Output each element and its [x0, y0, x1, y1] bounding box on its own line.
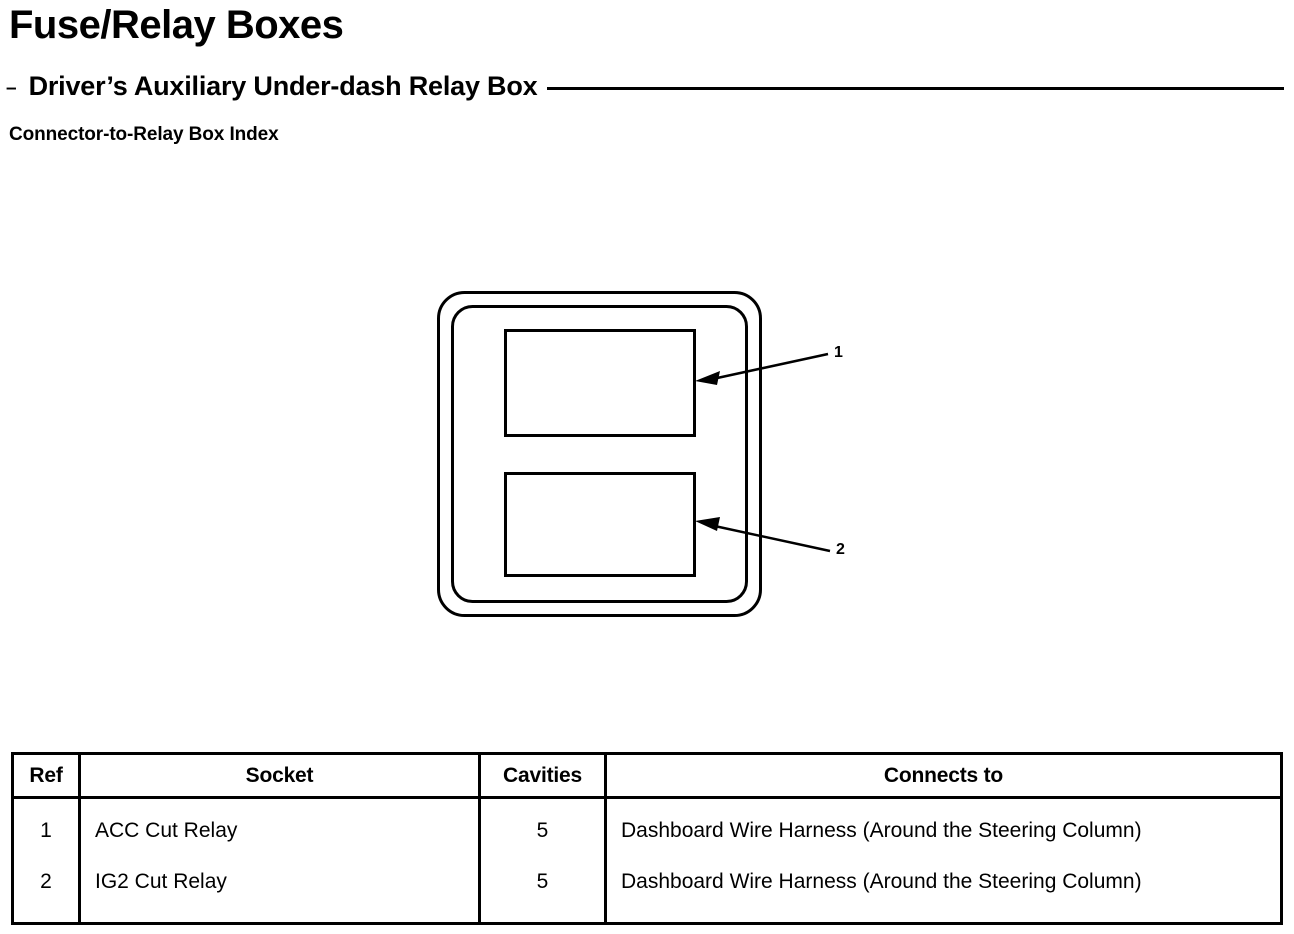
cell-socket-2: IG2 Cut Relay — [95, 870, 227, 893]
column-header-cavities: Cavities — [478, 752, 607, 799]
page-title: Fuse/Relay Boxes — [9, 3, 344, 47]
cell-group-socket: ACC Cut Relay IG2 Cut Relay — [78, 796, 481, 925]
callout-label-1: 1 — [834, 344, 843, 361]
cell-group-ref: 1 2 — [11, 796, 81, 925]
subtitle-text: Driver’s Auxiliary Under-dash Relay Box — [28, 71, 538, 101]
column-header-connects-to: Connects to — [604, 752, 1283, 799]
lower-relay-socket — [504, 472, 696, 577]
cell-cavities-1: 5 — [536, 819, 549, 842]
table-body-block: 1 2 ACC Cut Relay IG2 Cut Relay 5 5 Dash… — [11, 796, 1283, 925]
column-header-socket: Socket — [78, 752, 481, 799]
cell-connects-to-2: Dashboard Wire Harness (Around the Steer… — [621, 870, 1142, 893]
cell-group-connects-to: Dashboard Wire Harness (Around the Steer… — [604, 796, 1283, 925]
column-header-ref: Ref — [11, 752, 81, 799]
subtitle-horizontal-rule — [547, 86, 1284, 90]
table-header-row: Ref Socket Cavities Connects to — [11, 752, 1283, 799]
upper-relay-socket — [504, 329, 696, 437]
cell-connects-to-1: Dashboard Wire Harness (Around the Steer… — [621, 819, 1142, 842]
cell-ref-2: 2 — [40, 870, 52, 893]
cell-group-cavities: 5 5 — [478, 796, 607, 925]
relay-box-diagram: 1 2 — [420, 280, 880, 640]
callout-2-leader — [695, 517, 831, 553]
relay-box-illustration — [437, 291, 831, 617]
cell-socket-1: ACC Cut Relay — [95, 819, 238, 842]
section-label: Connector-to-Relay Box Index — [9, 124, 279, 145]
connector-to-relay-box-index-table: Ref Socket Cavities Connects to 1 2 ACC … — [11, 752, 1283, 925]
callout-label-2: 2 — [836, 541, 845, 558]
subtitle-dash-icon: – — [6, 78, 17, 99]
subtitle-row: – Driver’s Auxiliary Under-dash Relay Bo… — [6, 66, 1284, 106]
callout-1-leader — [695, 352, 829, 385]
cell-ref-1: 1 — [40, 819, 52, 842]
cell-cavities-2: 5 — [536, 870, 549, 893]
